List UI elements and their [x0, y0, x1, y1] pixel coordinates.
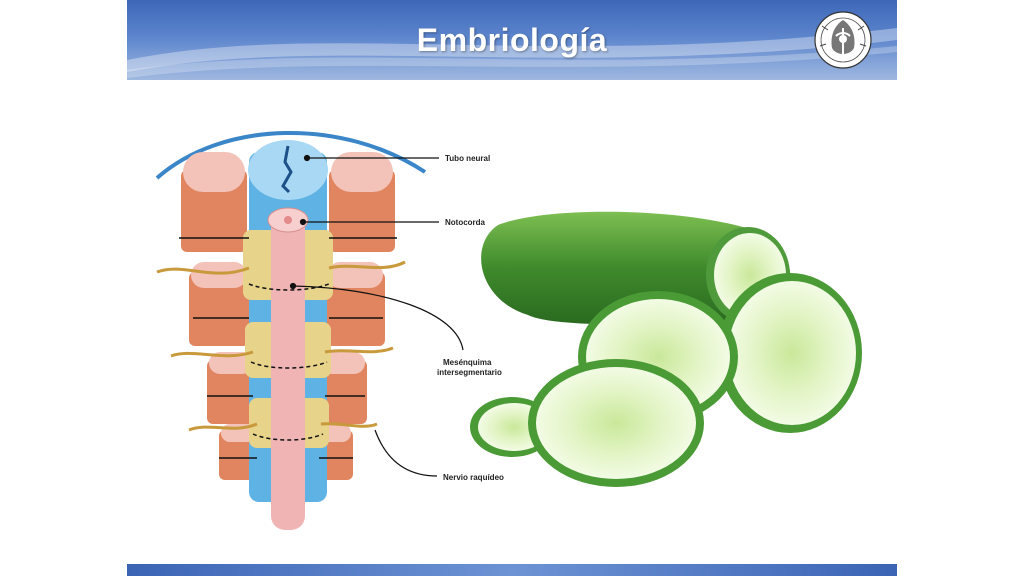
ectoderm-arc — [155, 131, 427, 180]
cucumber-photo — [470, 211, 862, 487]
slide-header-banner: Embriología — [127, 0, 897, 80]
label-neural-tube: Tubo neural — [445, 154, 490, 163]
label-mesenchyme-line1: Mesénquima — [443, 358, 492, 367]
label-mesenchyme-line2: intersegmentario — [437, 368, 502, 377]
slide-footer-bar — [127, 564, 897, 576]
notochord — [267, 207, 309, 530]
cucumber-slice-back-right — [718, 273, 862, 433]
left-somite-blocks — [181, 152, 259, 480]
slide-title: Embriología — [416, 22, 608, 58]
university-seal-icon — [814, 11, 872, 69]
label-notochord: Notocorda — [445, 218, 486, 227]
segment-lines — [179, 237, 397, 459]
label-spinal-nerve: Nervio raquídeo — [443, 473, 504, 482]
cucumber-slice-front — [528, 359, 704, 487]
label-leader-lines — [289, 154, 464, 477]
spinal-nerves — [156, 260, 406, 432]
spine-embryology-diagram: Tubo neural Notocorda Mesénquima interse… — [155, 131, 504, 530]
header-wave-decoration — [127, 28, 897, 78]
